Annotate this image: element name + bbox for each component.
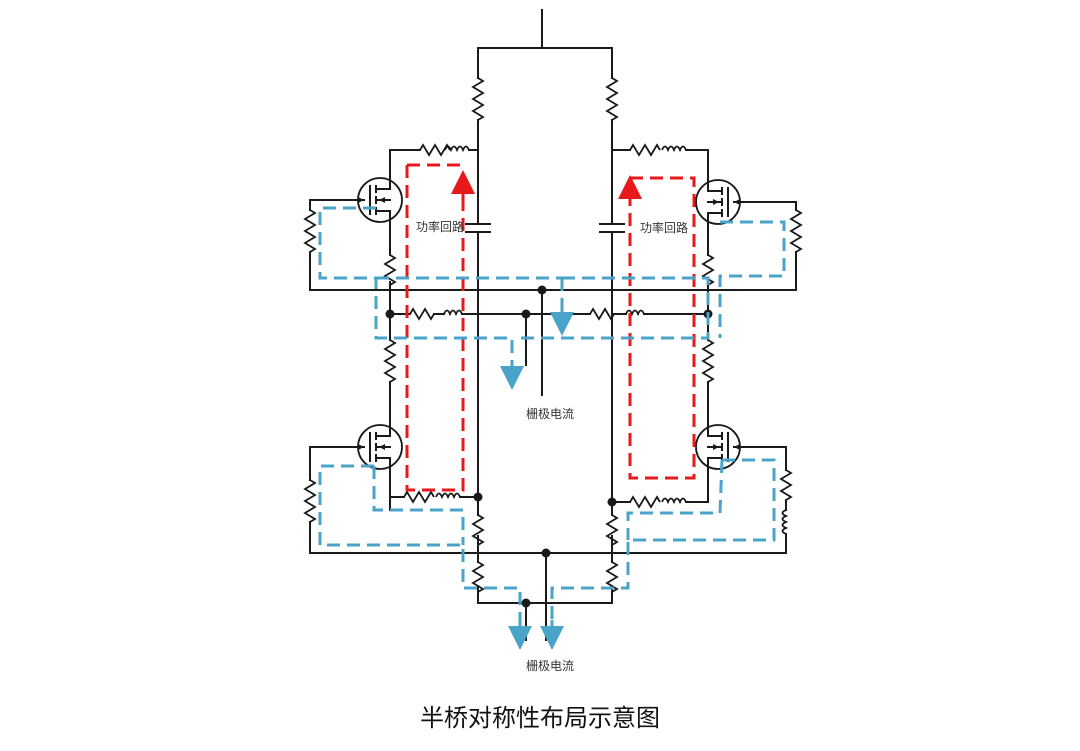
figure-caption: 半桥对称性布局示意图 bbox=[420, 704, 660, 732]
mid-node-line bbox=[383, 281, 715, 421]
upper-right-drain-path bbox=[611, 143, 709, 173]
resistor-top-right bbox=[605, 77, 619, 128]
mosfet-upper-left-icon bbox=[357, 171, 403, 256]
gate-loop-upper bbox=[318, 206, 786, 390]
upper-gate-bus bbox=[309, 285, 797, 396]
label-power-loop-left: 功率回路 bbox=[416, 219, 464, 234]
lower-gate-bus bbox=[309, 548, 787, 641]
mosfet-upper-right-icon bbox=[695, 171, 741, 256]
lower-left-gate-network bbox=[303, 444, 483, 554]
supply-bus bbox=[477, 9, 613, 79]
upper-left-drain-path bbox=[389, 143, 479, 173]
label-gate-current-bottom: 栅极电流 bbox=[526, 658, 574, 673]
label-power-loop-right: 功率回路 bbox=[640, 220, 688, 235]
upper-right-gate-network bbox=[701, 199, 803, 291]
power-loop-right bbox=[618, 175, 696, 480]
upper-left-gate-network bbox=[303, 197, 397, 291]
resistor-top-left bbox=[471, 77, 485, 128]
gate-loop-lower bbox=[318, 458, 776, 650]
half-bridge-diagram: 功率回路 功率回路 栅极电流 栅极电流 bbox=[303, 9, 803, 673]
lower-right-gate-network bbox=[607, 444, 793, 554]
mosfet-lower-left-icon bbox=[357, 419, 403, 511]
power-loop-left bbox=[405, 163, 475, 492]
mosfet-lower-right-icon bbox=[695, 419, 741, 503]
label-gate-current-top: 栅极电流 bbox=[526, 406, 574, 421]
